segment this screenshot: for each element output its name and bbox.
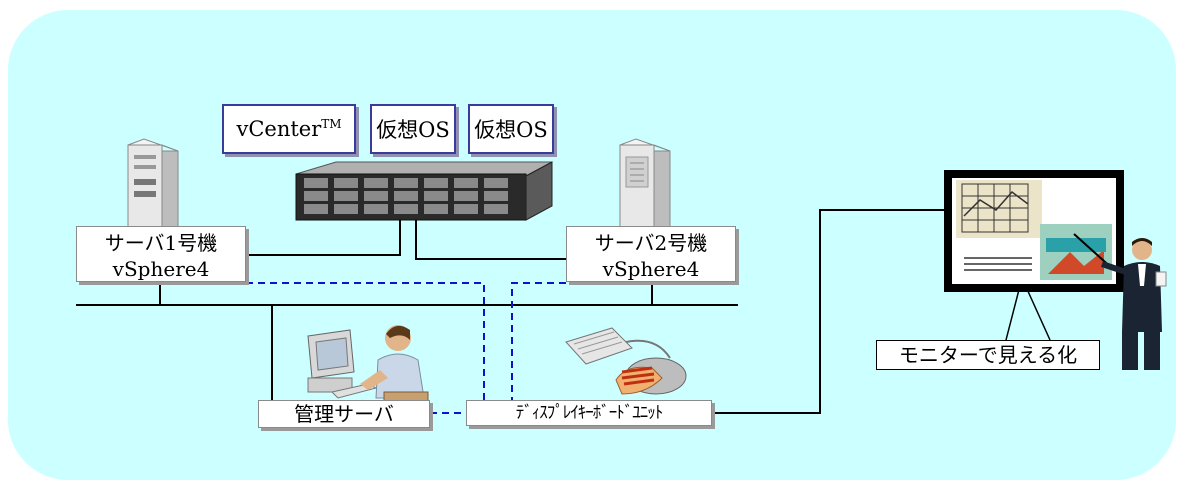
management-server-label: 管理サーバ bbox=[294, 402, 394, 426]
vcenter-box: vCenterTM bbox=[222, 104, 356, 154]
kvm-server1-dashed bbox=[246, 282, 485, 412]
server-1-box: サーバ1号機 vSphere4 bbox=[76, 226, 246, 282]
kvm-unit-box: ﾃﾞｨｽﾌﾟﾚｲｷｰﾎﾞｰﾄﾞﾕﾆｯﾄ bbox=[466, 400, 712, 426]
monitor-caption-box: モニターで見える化 bbox=[876, 340, 1100, 370]
virtual-os-label: 仮想OS bbox=[376, 118, 450, 142]
server-1-name: サーバ1号機 bbox=[104, 231, 218, 255]
rack-storage-icon bbox=[295, 161, 553, 221]
presenter-icon bbox=[1101, 238, 1167, 370]
virtual-os-box-1: 仮想OS bbox=[370, 104, 456, 154]
pc-operator-icon bbox=[307, 325, 429, 407]
keyboard-mouse-icon bbox=[565, 327, 687, 395]
vcenter-label: vCenterTM bbox=[236, 117, 342, 141]
server-2-name: サーバ2号機 bbox=[594, 231, 708, 255]
virtual-os-label: 仮想OS bbox=[474, 118, 548, 142]
kvm-unit-label: ﾃﾞｨｽﾌﾟﾚｲｷｰﾎﾞｰﾄﾞﾕﾆｯﾄ bbox=[515, 403, 663, 423]
management-server-box: 管理サーバ bbox=[258, 400, 430, 428]
presentation-board-icon bbox=[944, 170, 1124, 292]
kvm-server2-dashed bbox=[511, 282, 566, 412]
virtual-os-box-2: 仮想OS bbox=[468, 104, 554, 154]
tower-server-icon bbox=[619, 138, 671, 234]
storage-server2-link bbox=[415, 215, 566, 260]
server-1-software: vSphere4 bbox=[112, 257, 210, 281]
server-2-software: vSphere4 bbox=[602, 257, 700, 281]
monitor-caption-label: モニターで見える化 bbox=[898, 343, 1078, 367]
server-2-box: サーバ2号機 vSphere4 bbox=[566, 226, 736, 282]
kvm-monitor-link bbox=[712, 209, 944, 414]
storage-server1-link bbox=[246, 215, 401, 256]
tower-server-icon bbox=[127, 138, 179, 232]
